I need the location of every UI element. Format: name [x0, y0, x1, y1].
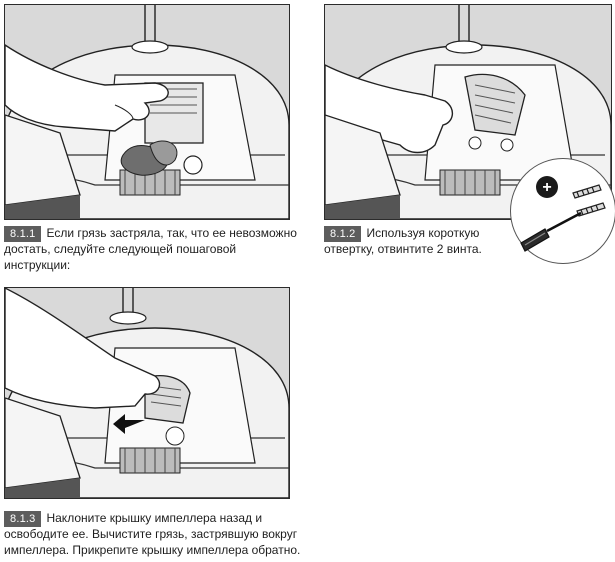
step-number-badge: 8.1.3	[4, 511, 42, 527]
step-number-badge: 8.1.2	[324, 226, 362, 242]
tilt-cover-illustration	[5, 288, 289, 498]
plus-symbol: +	[542, 179, 551, 196]
debris-removal-illustration	[5, 5, 289, 219]
plus-badge-icon	[536, 176, 558, 198]
direction-arrow-icon	[113, 414, 145, 434]
illustration-panel-1	[4, 4, 290, 220]
phillips-screwdriver-icon	[520, 211, 582, 252]
screw-icon	[572, 184, 606, 217]
step-text: Если грязь застряла, так, что ее невозмо…	[4, 226, 297, 272]
tools-badge: +	[510, 158, 615, 264]
screwdriver-and-screws-icon: +	[520, 176, 606, 252]
step-text: Используя короткую отвертку, отвинтите 2…	[324, 226, 482, 256]
unscrew-illustration	[325, 5, 611, 219]
illustration-panel-3	[4, 287, 290, 499]
step-number-badge: 8.1.1	[4, 226, 42, 242]
step-text: Наклоните крышку импеллера назад и освоб…	[4, 511, 301, 557]
